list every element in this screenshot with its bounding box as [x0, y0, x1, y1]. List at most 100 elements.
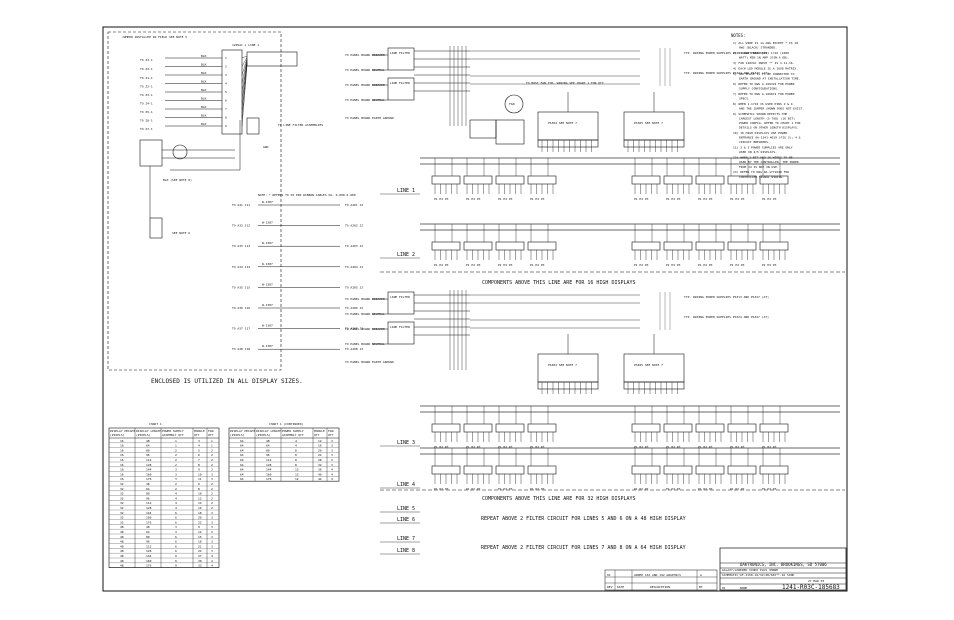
chart-frame: [108, 427, 220, 568]
chart-cell: 160: [146, 472, 152, 476]
tb-dest: TO Z4-1: [140, 102, 153, 106]
chart-cell: 112: [266, 458, 272, 462]
drawing-number: 1241-R03C-185683: [782, 584, 840, 591]
rev-row-num: 01: [607, 573, 611, 577]
chart-header: (PIXELS): [136, 433, 151, 437]
chart-cell: 4: [175, 492, 177, 496]
ribbon-part: W-1387: [262, 303, 273, 307]
ribbon-dest2: TO A201 J2: [345, 203, 363, 207]
chart-cell: 6: [175, 544, 177, 548]
chart-cell: 80: [146, 535, 150, 539]
note-item: 8) WHEN 1-1710 IS USED PINS 2 & 4: [733, 102, 793, 106]
chart-cell: 32: [120, 516, 124, 520]
led-module-connector: [495, 465, 525, 475]
module-pins: P1 P2 P3: [530, 445, 545, 449]
note-item-cont: SUPPLY CONFIGURATIONS.: [739, 86, 779, 90]
chart-cell: 8: [198, 463, 200, 467]
chart-cell: 9: [198, 468, 200, 472]
chart-cell: 12: [198, 496, 202, 500]
module-pins: P1 P2 P3: [762, 487, 777, 491]
module-pins: P1 P2 P3: [634, 263, 649, 267]
led-module-connector: [431, 423, 461, 433]
chart-cell: 4: [198, 444, 200, 448]
chart-cell: 22: [198, 520, 202, 524]
led-module-connector: [631, 465, 661, 475]
chart-header: DISPLAY LENGTH: [256, 429, 281, 433]
project-name: GALAXY/LOWERED VOODO PLUS 3M6NM: [722, 568, 778, 572]
chart-cell: 9: [198, 525, 200, 529]
module-pins: P1 P2 P3: [666, 197, 681, 201]
chart-cell: 32: [120, 492, 124, 496]
ribbon-dest2: TO A207 J2: [345, 327, 363, 331]
tb-terminal-num: 2: [225, 65, 227, 69]
led-module-connector: [759, 423, 789, 433]
chart-cell: 16: [318, 444, 322, 448]
typ-wiring-label: TYP. WIRING POWER SUPPLIES PS313 AND PS3…: [684, 51, 769, 55]
chart-cell: 160: [146, 559, 152, 563]
chart-title: CHART 1: [149, 422, 162, 426]
chart-cell: 144: [266, 468, 272, 472]
led-module-connector: [495, 423, 525, 433]
chart-1-continued-table: CHART 1 (CONTINUED)DISPLAY HEIGHT(PIXELS…: [228, 422, 340, 482]
above-32-note: COMPONENTS ABOVE THIS LINE ARE FOR 32 HI…: [482, 496, 636, 502]
chart-cell: 2: [211, 463, 213, 467]
panel-board-label: TO PANEL BOARD BREAKER: [345, 53, 385, 57]
tb-dest: TO Z3-1: [140, 58, 153, 62]
module-pins: P1 P2 P3: [530, 263, 545, 267]
ps-connector: [623, 139, 685, 148]
wire-color: BLK: [201, 88, 207, 92]
line-filter-box: [387, 77, 415, 101]
chart-cell: 48: [120, 564, 124, 568]
ribbon-dest2: TO A203 J2: [345, 244, 363, 248]
led-module-connector: [431, 241, 461, 251]
date-label: DATE: [617, 585, 624, 589]
chart-cell: 176: [146, 520, 152, 524]
led-module-connector: [463, 465, 493, 475]
line-filter-box: [387, 321, 415, 345]
ribbon-part: W-1387: [262, 221, 273, 225]
chart-cell: 32: [120, 501, 124, 505]
chart-cell: 3: [211, 511, 213, 515]
module-pins: P1 P2 P3: [498, 197, 513, 201]
panel-board-label: TO PANEL BOARD NEUTRAL: [345, 312, 385, 316]
module-pins: P1 P2 P3: [762, 263, 777, 267]
tb-terminal-num: 3: [225, 73, 227, 77]
chart-cell: 1: [175, 439, 177, 443]
ribbon-note: NOTE: * REFERS TO 50 PIN RIBBON CABLES O…: [258, 193, 356, 197]
note-item-cont: EARTH GROUND AT INSTALLATION TIME.: [739, 76, 801, 80]
led-module-connector: [695, 241, 725, 251]
chart-cell: 96: [146, 540, 150, 544]
chart-cell: 80: [146, 492, 150, 496]
line-8-label: LINE 8: [397, 548, 415, 554]
chart-cell: 6: [198, 453, 200, 457]
module-pins: P1 P2 P3: [730, 263, 745, 267]
chart-cell: 4: [211, 554, 213, 558]
chart-cell: 48: [120, 544, 124, 548]
chart-cell: 2: [211, 492, 213, 496]
chart-cell: 3: [331, 448, 333, 452]
module-pins: P1 P2 P3: [434, 197, 449, 201]
chart-cell: 160: [266, 472, 272, 476]
chart-cell: 24: [198, 549, 202, 553]
module-pins: P1 P2 P3: [466, 263, 481, 267]
desc-label: DESCRIPTION: [650, 585, 670, 589]
module-pins: P1 P2 P3: [466, 197, 481, 201]
chart-cell: 3: [211, 525, 213, 529]
typ-wiring-label: TYP. WIRING POWER SUPPLIES PS324 AND PS3…: [684, 71, 769, 75]
note-item-cont: FROM J4 IS NOT IN USE.: [739, 165, 779, 169]
module-pins: P1 P2 P3: [666, 263, 681, 267]
chart-header: QTY: [194, 433, 200, 437]
chart-cell: 32: [120, 487, 124, 491]
chart-header: POWER SUPPLY: [162, 429, 184, 433]
jumper-wire: [241, 63, 248, 110]
chart-cell: 2: [211, 501, 213, 505]
led-module-connector: [759, 241, 789, 251]
chart-header: QTY: [328, 433, 334, 437]
note-item: 4) EACH LED MODULE IS A 16X8 MATRIX.: [733, 66, 798, 70]
ribbon-part: W-1387: [262, 200, 273, 204]
chart-cell: 2: [211, 458, 213, 462]
module-pins: P1 P2 P3: [698, 487, 713, 491]
line-7-label: LINE 7: [397, 536, 415, 542]
module-pins: P1 P2 P3: [666, 487, 681, 491]
